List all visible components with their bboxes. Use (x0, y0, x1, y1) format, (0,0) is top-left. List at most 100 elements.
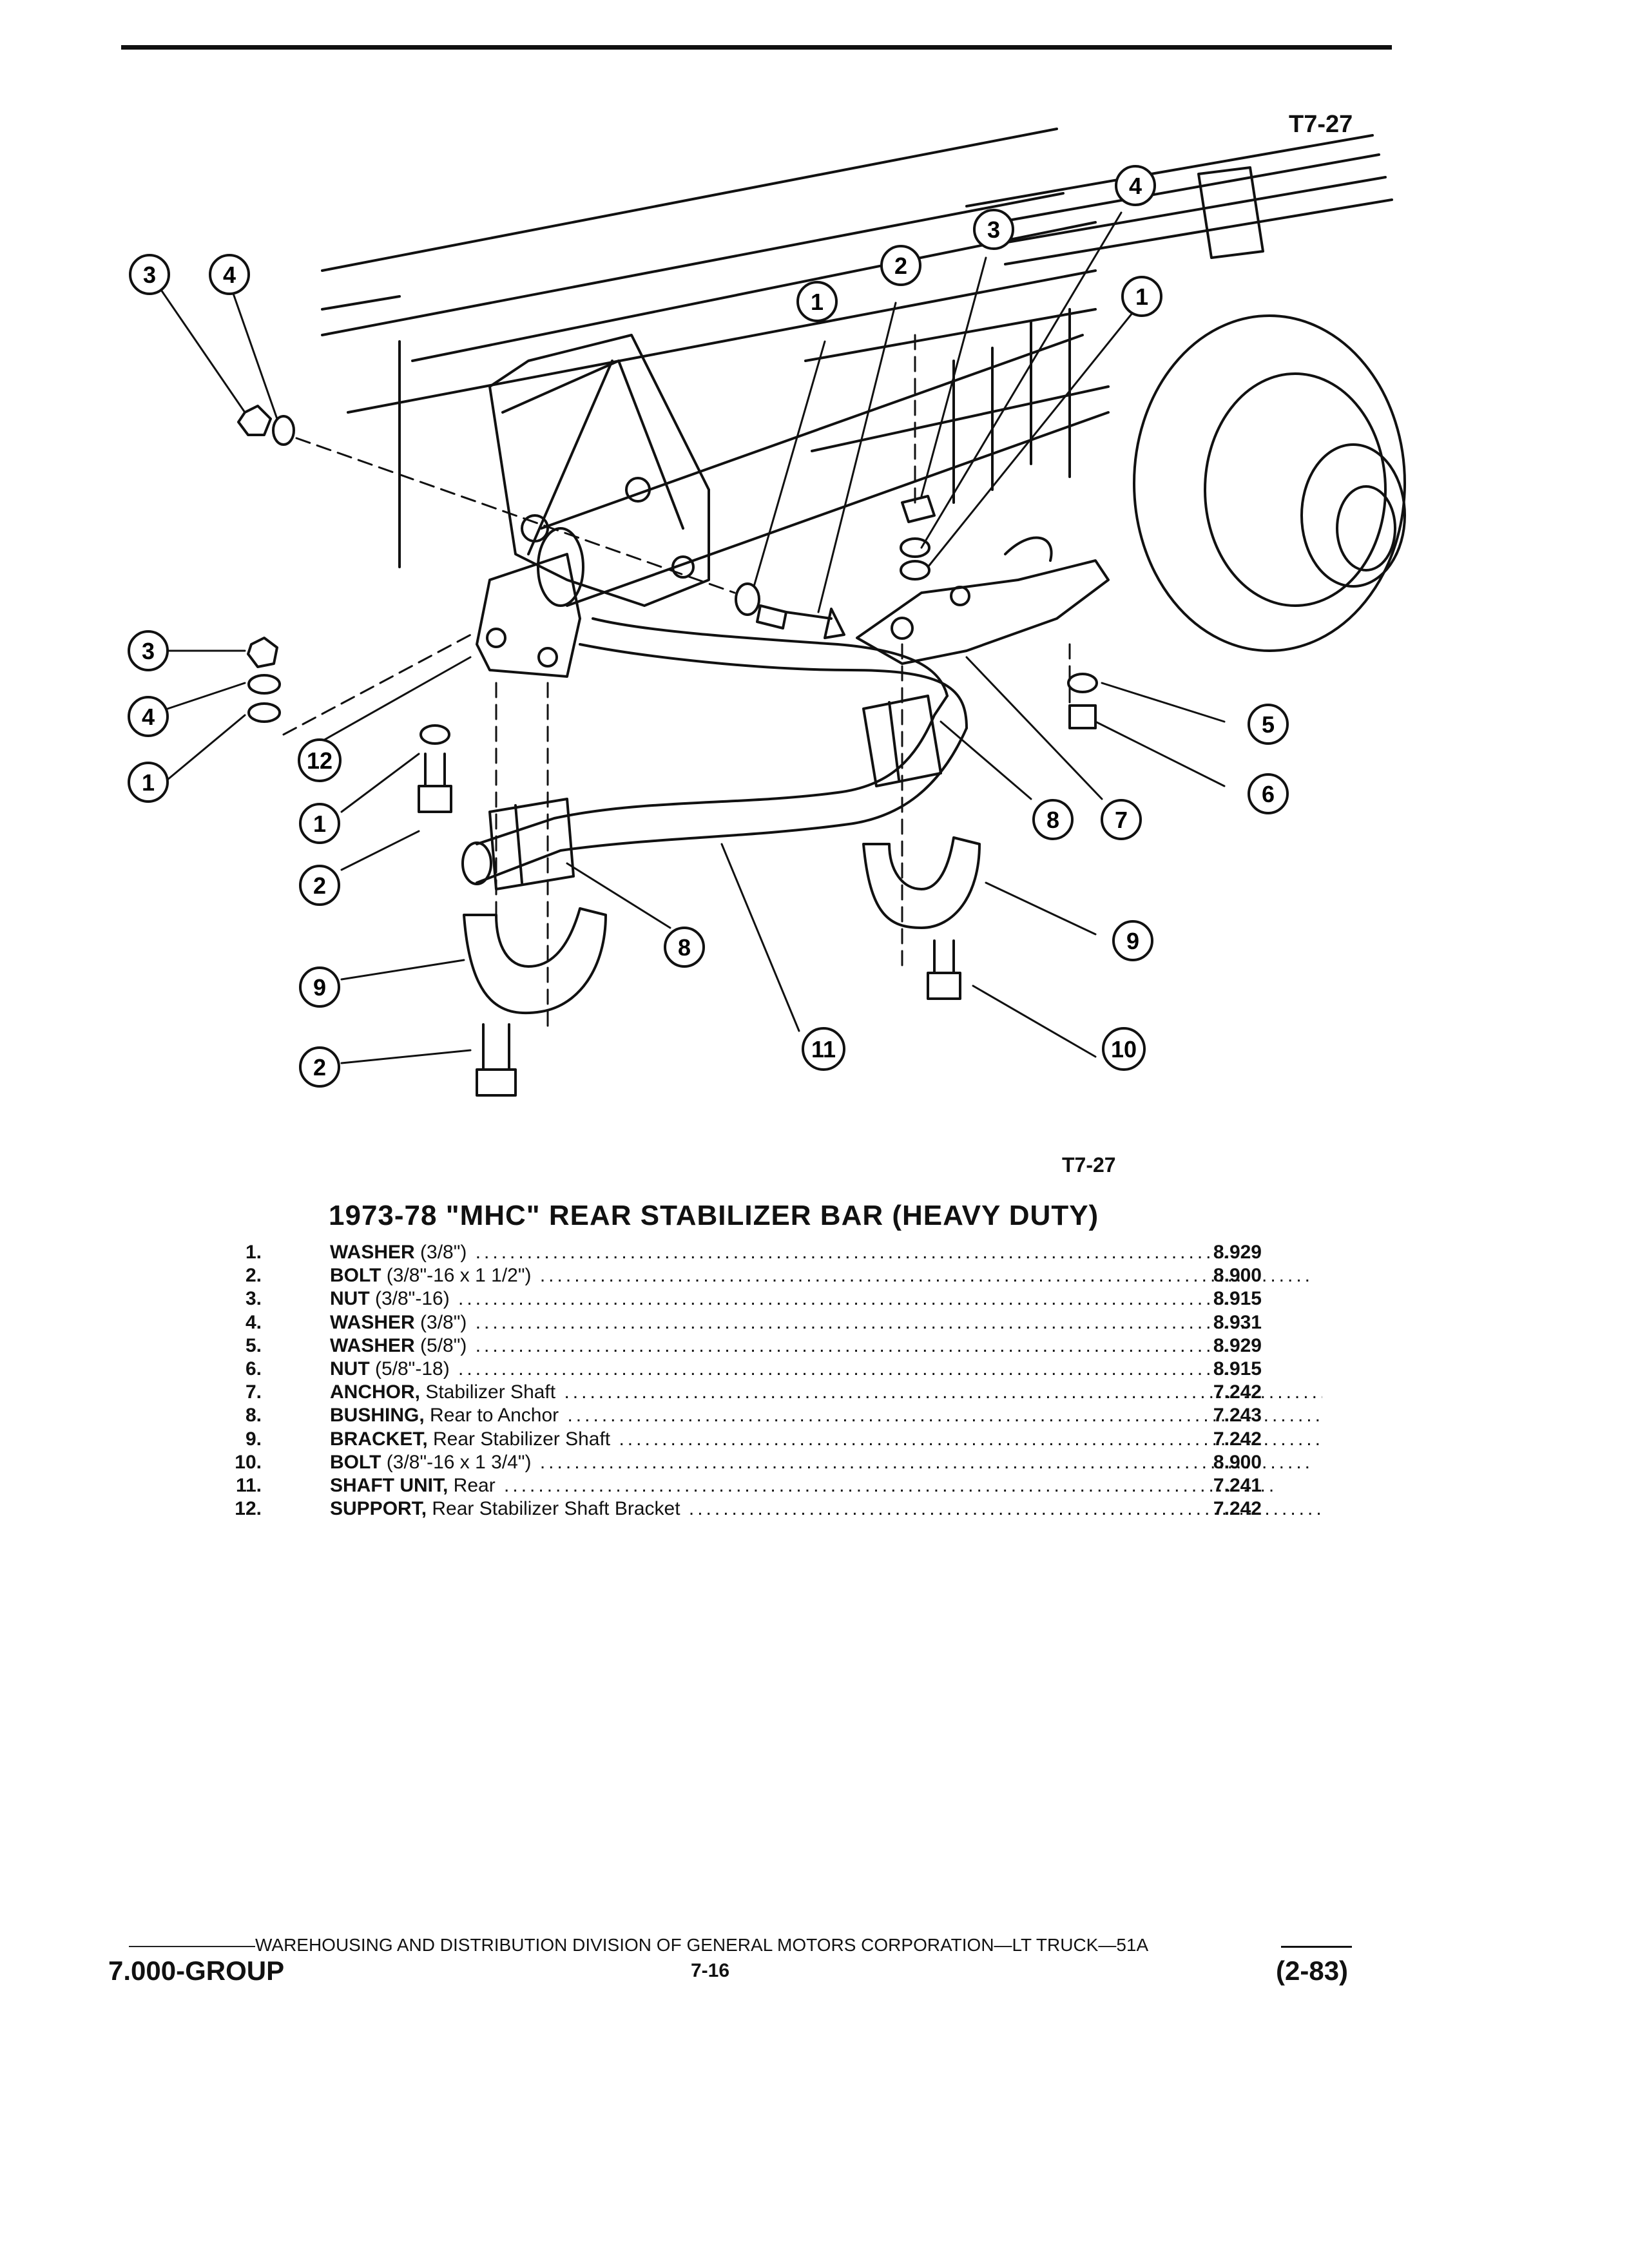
footer-publisher-line: ———————WAREHOUSING AND DISTRIBUTION DIVI… (129, 1935, 1149, 1955)
item-number: 1. (245, 1242, 262, 1263)
callout-8: 8 (664, 927, 705, 968)
parts-row: 5.WASHER (5/8") ........................… (219, 1334, 1262, 1358)
svg-text:5: 5 (1262, 711, 1275, 738)
part-group-number: 7.242 (1213, 1498, 1262, 1520)
figure-code-bottom: T7-27 (1062, 1153, 1116, 1177)
leaf-spring (965, 134, 1393, 265)
parts-row: 12. SUPPORT, Rear Stabilizer Shaft Bracke… (219, 1497, 1322, 1521)
part-group-number: 8.915 (1213, 1288, 1262, 1310)
callout-5: 5 (1248, 704, 1289, 745)
item-number: 7. (245, 1381, 262, 1403)
svg-text:2: 2 (894, 253, 907, 279)
callout-8: 8 (1032, 799, 1074, 840)
part-group-number: 7.242 (1213, 1428, 1262, 1450)
parts-row: 7. ANCHOR, Stabilizer Shaft .............… (219, 1381, 1322, 1404)
bushings (488, 695, 942, 890)
callout-1: 1 (1121, 276, 1162, 317)
svg-text:3: 3 (987, 216, 1000, 243)
item-number: 4. (245, 1311, 262, 1333)
part-group-number: 7.241 (1213, 1474, 1262, 1496)
top-rule (121, 45, 1392, 50)
callout-3: 3 (973, 209, 1014, 250)
item-description: BOLT (3/8"-16 x 1 1/2") ................… (330, 1265, 1313, 1287)
item-description: SHAFT UNIT, Rear .......................… (330, 1474, 1278, 1496)
callout-4: 4 (209, 254, 250, 295)
callout-9: 9 (1112, 920, 1153, 961)
svg-text:9: 9 (313, 974, 326, 1001)
item-description: BOLT (3/8"-16 x 1 3/4") ................… (330, 1451, 1313, 1473)
item-number: 10. (235, 1451, 262, 1473)
callout-2: 2 (299, 1046, 340, 1088)
callouts: 3 4 1 2 3 4 1 3 4 1 12 1 2 9 2 8 11 8 7 … (128, 165, 1289, 1088)
part-group-number: 8.900 (1213, 1265, 1262, 1287)
exploded-diagram: 3 4 1 2 3 4 1 3 4 1 12 1 2 9 2 8 11 8 7 … (128, 128, 1406, 1097)
shaft-bracket-support (476, 553, 581, 678)
item-number: 11. (235, 1474, 262, 1496)
parts-table: 1. WASHER (3/8") ........................… (219, 1241, 1322, 1521)
parts-row: 4. WASHER (3/8") ........................… (219, 1311, 1262, 1334)
callout-11: 11 (802, 1027, 845, 1071)
svg-text:2: 2 (313, 872, 326, 899)
part-group-number: 8.900 (1213, 1451, 1262, 1473)
item-number: 8. (245, 1405, 262, 1427)
callout-9: 9 (299, 966, 340, 1008)
shaft-brackets (463, 836, 981, 1015)
callout-2: 2 (299, 865, 340, 906)
svg-text:3: 3 (142, 638, 155, 664)
item-description: WASHER (3/8") ..........................… (330, 1242, 1249, 1263)
callout-1: 1 (128, 762, 169, 803)
callout-2: 2 (880, 245, 921, 286)
callout-10: 10 (1102, 1027, 1146, 1071)
parts-row: 6.NUT (5/8"-18) ........................… (219, 1358, 1262, 1381)
axle-housing (537, 308, 1110, 607)
revision-date: (2-83) (1276, 1956, 1349, 1986)
footer-rule (1281, 1946, 1352, 1948)
part-group-number: 7.242 (1213, 1381, 1262, 1403)
svg-text:6: 6 (1262, 781, 1275, 807)
part-group-number: 8.931 (1213, 1311, 1262, 1333)
item-number: 9. (245, 1428, 262, 1450)
parts-row: 1. WASHER (3/8") ........................… (219, 1241, 1262, 1264)
callout-3: 3 (129, 254, 170, 295)
part-group-number: 8.929 (1213, 1242, 1262, 1263)
center-lines (282, 334, 1071, 1032)
svg-text:2: 2 (313, 1054, 326, 1081)
callout-7: 7 (1101, 799, 1142, 840)
spring-hanger (488, 334, 710, 607)
item-number: 5. (245, 1334, 262, 1356)
item-description: ANCHOR, Stabilizer Shaft ...............… (330, 1381, 1322, 1403)
stabilizer-shaft (461, 617, 968, 885)
part-group-number: 8.929 (1213, 1334, 1262, 1356)
page-number: 7-16 (691, 1960, 730, 1981)
item-description: BUSHING, Rear to Anchor ................… (330, 1405, 1322, 1427)
svg-text:1: 1 (811, 289, 824, 315)
item-number: 3. (245, 1288, 262, 1310)
parts-row: 11.SHAFT UNIT, Rear ....................… (219, 1474, 1274, 1497)
svg-text:1: 1 (1135, 284, 1148, 310)
callout-6: 6 (1248, 773, 1289, 814)
callout-4: 4 (128, 696, 169, 737)
svg-text:11: 11 (811, 1036, 836, 1062)
callout-3: 3 (128, 630, 169, 671)
svg-text:9: 9 (1126, 928, 1139, 954)
item-description: NUT (5/8"-18) ..........................… (330, 1358, 1232, 1379)
parts-row: 8. BUSHING, Rear to Anchor ..............… (219, 1404, 1322, 1427)
svg-text:8: 8 (678, 934, 691, 961)
item-description: WASHER (3/8") ..........................… (330, 1311, 1249, 1333)
item-number: 12. (235, 1498, 262, 1520)
u-bolts (952, 308, 1071, 504)
svg-text:8: 8 (1046, 807, 1059, 833)
item-number: 2. (245, 1265, 262, 1287)
item-description: SUPPORT, Rear Stabilizer Shaft Bracket .… (330, 1498, 1322, 1520)
svg-text:3: 3 (143, 262, 156, 288)
parts-row: 10. BOLT (3/8"-16 x 1 3/4") .............… (219, 1451, 1310, 1474)
svg-text:1: 1 (142, 769, 155, 796)
callout-1: 1 (796, 281, 838, 322)
parts-row: 9. BRACKET, Rear Stabilizer Shaft .......… (219, 1428, 1322, 1451)
parts-row: 3.NUT (3/8"-16) ........................… (219, 1287, 1262, 1311)
item-description: BRACKET, Rear Stabilizer Shaft .........… (330, 1428, 1322, 1450)
leader-lines (160, 211, 1226, 1064)
svg-text:4: 4 (1129, 173, 1142, 199)
svg-text:1: 1 (313, 811, 326, 837)
